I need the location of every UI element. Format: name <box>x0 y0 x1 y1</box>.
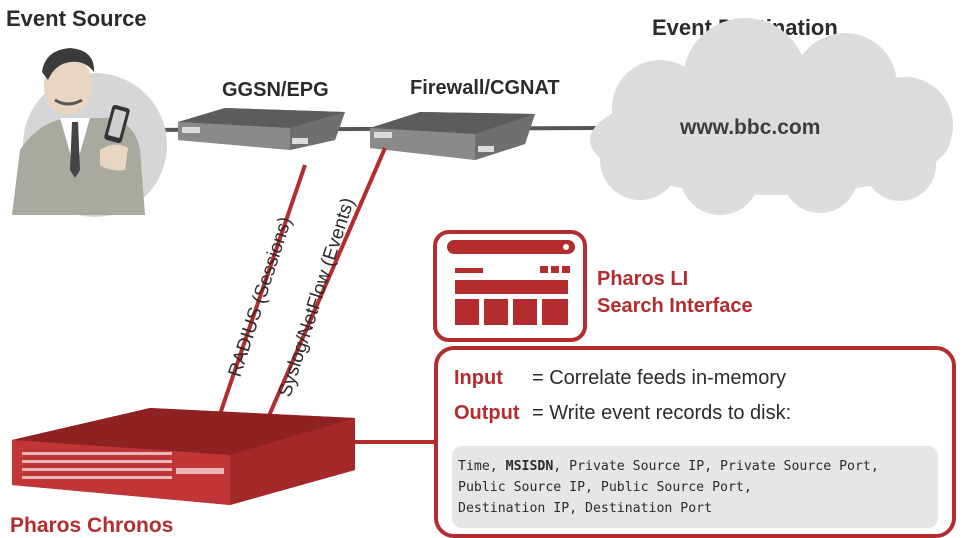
pharos-chronos-label: Pharos Chronos <box>10 514 173 537</box>
record-fields-box <box>452 446 938 528</box>
pharos-chronos-appliance-icon <box>12 408 355 505</box>
output-value: = Write event records to disk: <box>532 402 791 424</box>
firewall-device-icon <box>370 112 535 160</box>
radius-feed-label: RADIUS (Sessions) <box>225 214 297 379</box>
record-fields-line-1: Time, MSISDN, Private Source IP, Private… <box>458 459 879 474</box>
record-fields-line-3: Destination IP, Destination Port <box>458 501 712 516</box>
search-interface-icon <box>433 230 587 342</box>
input-key: Input <box>454 367 503 389</box>
ggsn-device-icon <box>178 108 345 150</box>
user-with-phone-icon <box>12 48 167 217</box>
destination-host-label: www.bbc.com <box>679 116 820 139</box>
record-fields-line-2: Public Source IP, Public Source Port, <box>458 480 752 495</box>
event-source-title: Event Source <box>6 6 147 31</box>
output-key: Output <box>454 402 520 424</box>
search-interface-label-line2: Search Interface <box>597 295 753 317</box>
firewall-label: Firewall/CGNAT <box>410 77 560 99</box>
search-interface-label-line1: Pharos LI <box>597 268 688 290</box>
cloud-icon <box>590 18 953 215</box>
ggsn-label: GGSN/EPG <box>222 79 329 101</box>
input-value: = Correlate feeds in-memory <box>532 367 786 389</box>
